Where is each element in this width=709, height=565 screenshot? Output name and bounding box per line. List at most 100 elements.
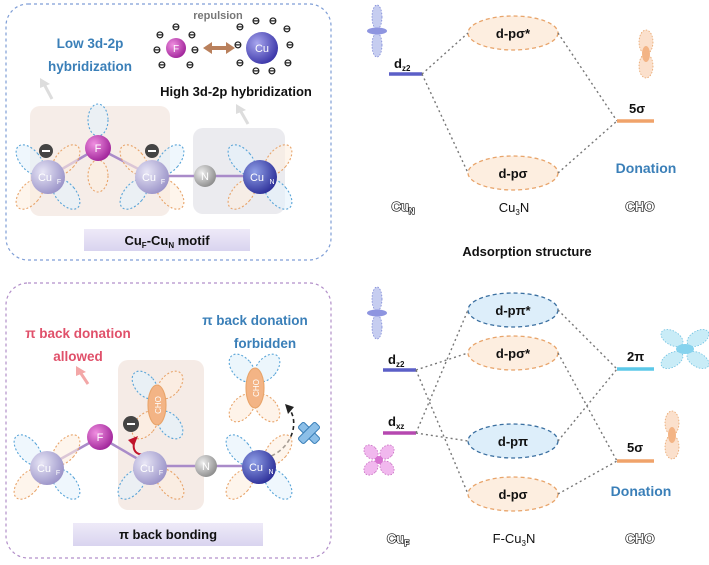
col-right-label: CHO xyxy=(626,531,655,546)
svg-text:F: F xyxy=(161,179,165,186)
cho-orbital-left xyxy=(131,370,184,440)
mo-sigma-label: d-pσ xyxy=(498,487,527,502)
atom-cuf-left: Cu F xyxy=(31,160,65,194)
f-minus-signs: ⊖⊖⊖ ⊖⊖ ⊖⊖ xyxy=(153,22,199,71)
mo-pi-label: d-pπ xyxy=(498,434,528,449)
dxz-orbital-icon xyxy=(363,444,395,476)
cho-pi-orbital-icon xyxy=(660,329,709,369)
bottom-left-panel: π back donation allowed π back donation … xyxy=(5,282,332,559)
col-left-label: CuF xyxy=(387,531,409,548)
top-left-panel: Low 3d-2p hybridization repulsion F ⊖⊖⊖ … xyxy=(5,3,332,261)
atom-cuf-right: Cu F xyxy=(133,451,167,485)
minus-charge xyxy=(123,416,139,432)
svg-text:⊖: ⊖ xyxy=(236,22,244,33)
2pi-label: 2π xyxy=(627,349,644,364)
5sigma-label: 5σ xyxy=(629,101,645,116)
atom-cuf-left: Cu F xyxy=(30,451,64,485)
cho-sigma-orbital-icon xyxy=(664,410,680,460)
svg-text:⊖: ⊖ xyxy=(158,60,166,71)
col-right-label: CHO xyxy=(626,199,655,214)
high-hybrid-label: High 3d-2p hybridization xyxy=(160,84,312,99)
mo-pi-star-label: d-pπ* xyxy=(495,303,531,318)
col-mid-label: Cu3N xyxy=(499,200,529,217)
minus-charge xyxy=(145,144,159,158)
dz2-label: dz2 xyxy=(394,56,411,73)
f-ion: F xyxy=(166,38,186,58)
allowed-line1: π back donation xyxy=(25,326,131,341)
mo-diagram-bottom: dz2 dxz d-pπ* d-pσ* d-pπ d-pσ 2π 5σ xyxy=(363,286,709,549)
cho-label-left: CHO xyxy=(154,396,163,414)
svg-text:Cu: Cu xyxy=(249,462,263,474)
motif-caption-box xyxy=(84,229,250,251)
svg-text:F: F xyxy=(57,179,61,186)
col-mid-label: F-Cu3N xyxy=(493,531,536,548)
mo-sigma-star-label: d-pσ* xyxy=(496,346,531,361)
cu-minus-signs: ⊖⊖⊖⊖ ⊖⊖ ⊖⊖⊖⊖ xyxy=(234,16,294,77)
dz2-orbital-icon xyxy=(367,286,387,340)
mo-sigma-star-label: d-pσ* xyxy=(496,26,531,41)
svg-text:N: N xyxy=(269,179,274,186)
repulsion-arrow xyxy=(203,42,235,54)
atom-f: F xyxy=(87,424,113,450)
svg-text:⊖: ⊖ xyxy=(286,40,294,51)
svg-text:F: F xyxy=(173,44,179,55)
atom-cun: Cu N xyxy=(242,450,276,484)
minus-charge xyxy=(39,144,53,158)
svg-text:Cu: Cu xyxy=(250,172,264,184)
forbidden-line2: forbidden xyxy=(234,336,296,351)
col-left-label: CuN xyxy=(391,199,414,216)
atom-n: N xyxy=(194,165,216,187)
svg-text:⊖: ⊖ xyxy=(283,24,291,35)
low-hybrid-line1: Low 3d-2p xyxy=(57,36,124,51)
svg-text:⊖: ⊖ xyxy=(268,66,276,77)
svg-text:N: N xyxy=(268,469,273,476)
svg-text:N: N xyxy=(202,461,210,473)
atom-f: F xyxy=(85,135,111,161)
5sigma-label: 5σ xyxy=(627,440,643,455)
svg-text:Cu: Cu xyxy=(38,172,52,184)
svg-text:N: N xyxy=(201,171,209,183)
svg-text:⊖: ⊖ xyxy=(156,30,164,41)
svg-text:⊖: ⊖ xyxy=(188,30,196,41)
cu-ion: Cu xyxy=(246,32,278,64)
mo-diagram-top: dz2 d-pσ* d-pσ 5σ Donation CuN Cu3N CHO … xyxy=(367,4,677,259)
svg-text:⊖: ⊖ xyxy=(236,58,244,69)
cho-orbital-right xyxy=(228,353,281,423)
dz2-label: dz2 xyxy=(388,352,405,369)
low-hybrid-line2: hybridization xyxy=(48,59,132,74)
forbidden-x-icon xyxy=(298,422,320,444)
dz2-orbital-icon xyxy=(367,4,387,58)
svg-text:F: F xyxy=(56,470,60,477)
back-bonding-caption: π back bonding xyxy=(119,527,217,542)
mo-bottom-connectors xyxy=(415,309,618,495)
svg-text:F: F xyxy=(97,432,104,444)
svg-text:Cu: Cu xyxy=(142,172,156,184)
svg-text:F: F xyxy=(159,470,163,477)
svg-text:Cu: Cu xyxy=(140,463,154,475)
atom-cun: Cu N xyxy=(243,160,277,194)
cho-sigma-orbital-icon xyxy=(638,29,654,79)
mo-top-connectors xyxy=(421,32,618,174)
donation-label: Donation xyxy=(611,483,672,499)
svg-text:⊖: ⊖ xyxy=(172,22,180,33)
mo-sigma-label: d-pσ xyxy=(498,166,527,181)
svg-text:⊖: ⊖ xyxy=(186,60,194,71)
dxz-label: dxz xyxy=(388,414,404,431)
adsorption-caption: Adsorption structure xyxy=(462,244,591,259)
svg-text:Cu: Cu xyxy=(255,43,269,55)
svg-text:⊖: ⊖ xyxy=(252,16,260,27)
back-bonding-caption-box xyxy=(73,523,263,546)
svg-text:⊖: ⊖ xyxy=(191,45,199,56)
allowed-line2: allowed xyxy=(53,349,103,364)
donation-label: Donation xyxy=(616,160,677,176)
atom-n: N xyxy=(195,455,217,477)
svg-text:⊖: ⊖ xyxy=(284,58,292,69)
atom-cuf-right: Cu F xyxy=(135,160,169,194)
svg-text:⊖: ⊖ xyxy=(269,16,277,27)
svg-text:F: F xyxy=(95,143,102,155)
forbidden-line1: π back donation xyxy=(202,313,308,328)
repulsion-label: repulsion xyxy=(193,10,243,22)
motif-caption: CuF-CuN motif xyxy=(124,233,210,250)
